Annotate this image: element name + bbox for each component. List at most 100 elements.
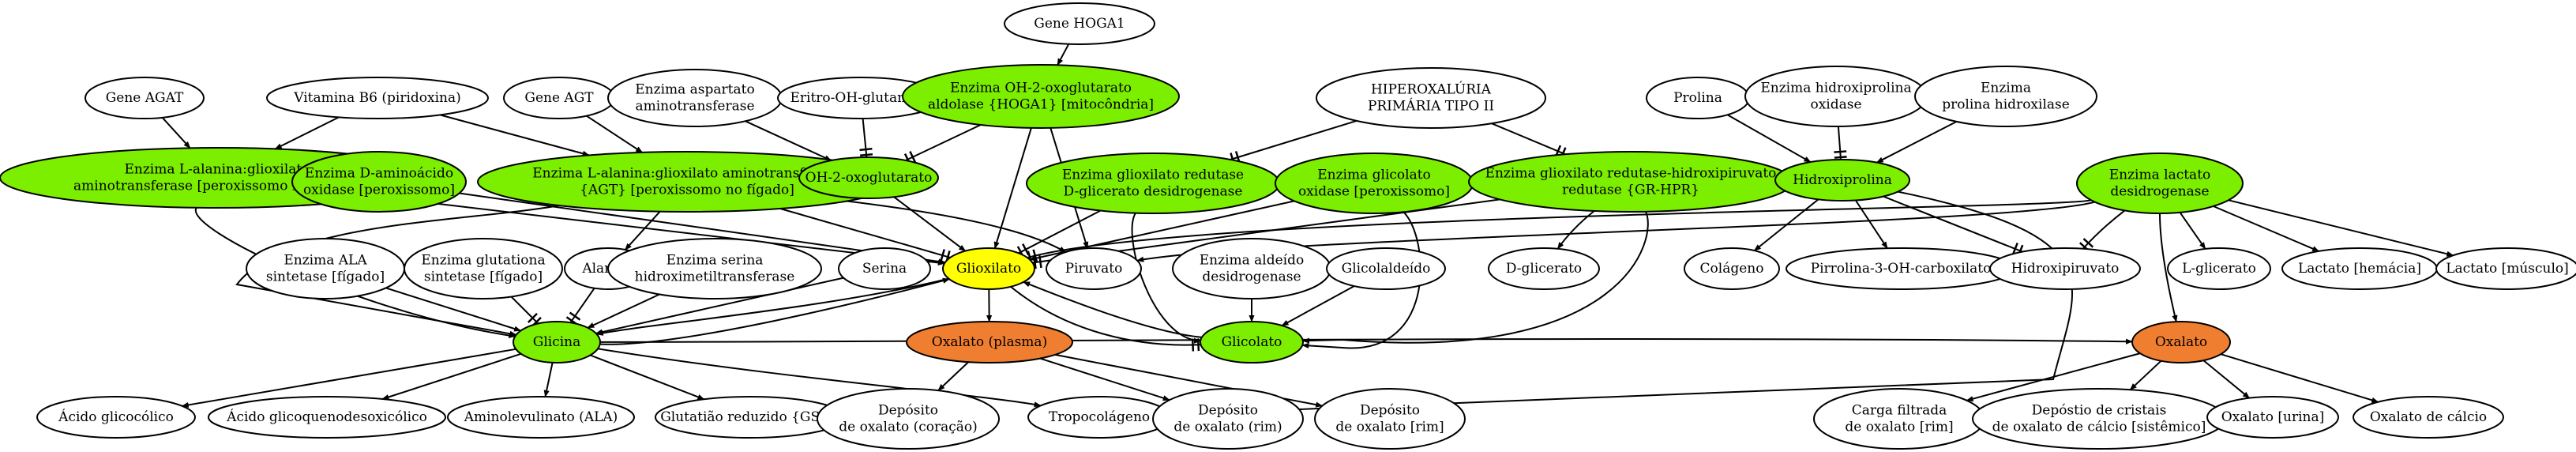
node-ala: Aminolevulinato (ALA) bbox=[447, 396, 635, 439]
edge-enz_hidroxiprolina_ox-to-hidroxiprolina-inhibition bbox=[1834, 126, 1847, 160]
node-acido-glicocolico: Ácido glicocólico bbox=[36, 396, 196, 439]
node-label: Enzima ALA bbox=[284, 253, 367, 269]
node-gene-agat: Gene AGAT bbox=[84, 77, 205, 119]
node-ellipse bbox=[1684, 247, 1780, 290]
edge-glicina-to-acido_glicoqueno-arrow bbox=[381, 352, 522, 400]
edge-enz_grhpr-to-d_glicerato-arrow bbox=[1556, 210, 1595, 250]
edge-enz_agt-to-alanina-arrow bbox=[624, 211, 661, 250]
node-label: de oxalato de cálcio [sistêmico] bbox=[1992, 420, 2206, 435]
edge-enz_gli_red-to-glicolato-arrow bbox=[1131, 213, 1201, 344]
node-label: Piruvato bbox=[1065, 261, 1123, 277]
node-label: Serina bbox=[862, 261, 907, 277]
node-label: oxidase [peroxissomo] bbox=[303, 183, 455, 198]
node-label: Enzima glutationa bbox=[421, 253, 545, 269]
edge-enz_serina-to-glicina-arrow bbox=[587, 293, 660, 329]
node-ellipse bbox=[1316, 67, 1546, 129]
node-label: Ácido glicoquenodesoxicólico bbox=[226, 409, 427, 425]
node-tropocolageno: Tropocolágeno bbox=[1027, 396, 1171, 439]
node-label: oxidase [peroxissomo] bbox=[1298, 184, 1450, 200]
edge-serina-to-glicina-arrow bbox=[595, 277, 844, 335]
node-ellipse bbox=[607, 238, 822, 299]
node-ellipse bbox=[902, 64, 1180, 129]
edge-enz_glut_sint-to-glicina-inhibition bbox=[510, 296, 542, 327]
edge-enz_alanina_gli-to-glioxilato-arrow bbox=[382, 196, 945, 266]
node-label: L-glicerato bbox=[2182, 261, 2256, 277]
node-gene-agt: Gene AGT bbox=[503, 77, 615, 119]
node-label: Depósito bbox=[1360, 403, 1420, 419]
edge-glicina-to-gsh-arrow bbox=[590, 354, 705, 401]
edge-enz_prolina_hidrox-to-hidroxiprolina-arrow bbox=[1876, 121, 1958, 164]
edge-enz_lactato-to-glioxilato-inhibition bbox=[1027, 199, 2092, 264]
node-ellipse bbox=[447, 396, 635, 439]
edge-oxalato-to-carga_filtrada-arrow bbox=[1966, 352, 2141, 402]
node-label: de oxalato [rim] bbox=[1845, 420, 1953, 435]
node-glioxilato: Glioxilato bbox=[942, 247, 1035, 290]
node-glicolato: Glicolato bbox=[1200, 321, 1304, 363]
edge-oxalato-to-oxalato_calcio-arrow bbox=[2220, 353, 2379, 403]
node-label: Lactato [hemácia] bbox=[2298, 261, 2421, 277]
edge-enz_gli_red-to-glioxilato-inhibition bbox=[1016, 209, 1101, 258]
node-ellipse bbox=[1989, 247, 2141, 290]
node-label: Enzima lactato bbox=[2109, 168, 2211, 183]
node-label: Enzima OH-2-oxoglutarato bbox=[950, 81, 1132, 96]
edge-enz_asp-to-oh2oxo-arrow bbox=[745, 120, 832, 162]
node-ellipse bbox=[2076, 153, 2244, 214]
edge-glicina-to-acido_glicocolico-arrow bbox=[181, 348, 516, 408]
node-ellipse bbox=[1152, 388, 1304, 450]
node-label: Enzima glioxilato redutase bbox=[1062, 168, 1244, 183]
edge-glicolaldeido-to-glicolato-arrow bbox=[1281, 285, 1355, 326]
node-ellipse bbox=[404, 238, 563, 299]
node-ellipse bbox=[2206, 396, 2339, 439]
node-label: Enzima D-aminoácido bbox=[305, 166, 453, 182]
node-label: Vitamina B6 (piridoxina) bbox=[293, 90, 461, 106]
node-prolina: Prolina bbox=[1646, 77, 1750, 119]
node-ellipse bbox=[798, 156, 939, 199]
node-ellipse bbox=[942, 247, 1035, 290]
node-label: Hidroxipiruvato bbox=[2011, 261, 2120, 277]
node-oxalato: Oxalato bbox=[2131, 321, 2231, 363]
node-label: Depósito bbox=[1198, 403, 1258, 419]
node-ellipse bbox=[1200, 321, 1304, 363]
node-vit-b6: Vitamina B6 (piridoxina) bbox=[266, 77, 489, 119]
node-ellipse bbox=[2131, 321, 2231, 363]
edge-oxalato_plasma-to-dep_coracao-arrow bbox=[937, 361, 969, 391]
edge-glicolato-to-glioxilato-arrow bbox=[1023, 281, 1202, 338]
edge-oxalato-to-dep_cristais-arrow bbox=[2129, 360, 2162, 390]
node-label: Aminolevulinato (ALA) bbox=[464, 409, 618, 425]
node-label: Enzima glicolato bbox=[1317, 168, 1431, 183]
edge-enz_agt-to-piruvato-arrow bbox=[847, 200, 1067, 253]
node-ellipse bbox=[84, 77, 205, 119]
node-ellipse bbox=[2353, 396, 2504, 439]
node-ellipse bbox=[817, 388, 1000, 450]
node-ellipse bbox=[1314, 388, 1466, 450]
node-label: {AGT} [peroxissomo no fígado] bbox=[580, 183, 794, 198]
node-piruvato: Piruvato bbox=[1046, 247, 1142, 290]
node-label: Gene AGAT bbox=[106, 90, 184, 106]
node-label: PRIMÁRIA TIPO II bbox=[1368, 98, 1494, 115]
node-label: Enzima L-alanina:glioxilato bbox=[124, 162, 310, 178]
node-label: Lactato [músculo] bbox=[2446, 261, 2569, 277]
node-label: Enzima glioxilato redutase-hidroxipiruva… bbox=[1485, 166, 1777, 182]
node-enz-agt: Enzima L-alanina:glioxilato aminotransfe… bbox=[477, 151, 897, 213]
edge-glioxilato-to-glicolato-inhibition bbox=[1010, 286, 1201, 352]
edge-enz_lactato-to-oxalato-arrow bbox=[2159, 213, 2178, 322]
node-acido-glicoqueno: Ácido glicoquenodesoxicólico bbox=[208, 396, 446, 439]
edge-enz_agt-to-glioxilato-inhibition bbox=[779, 208, 951, 264]
node-label: Enzima aspartato bbox=[635, 82, 754, 98]
node-ellipse bbox=[1046, 247, 1142, 290]
node-ellipse bbox=[1774, 159, 1910, 202]
node-glicina: Glicina bbox=[513, 321, 601, 363]
edge-enz_ala_sint-to-glicina-arrow bbox=[385, 287, 522, 332]
node-label: Oxalato de cálcio bbox=[2370, 409, 2487, 425]
edge-hidroxiprolina-to-hidroxipiruvato-inhibition bbox=[1883, 195, 2024, 258]
